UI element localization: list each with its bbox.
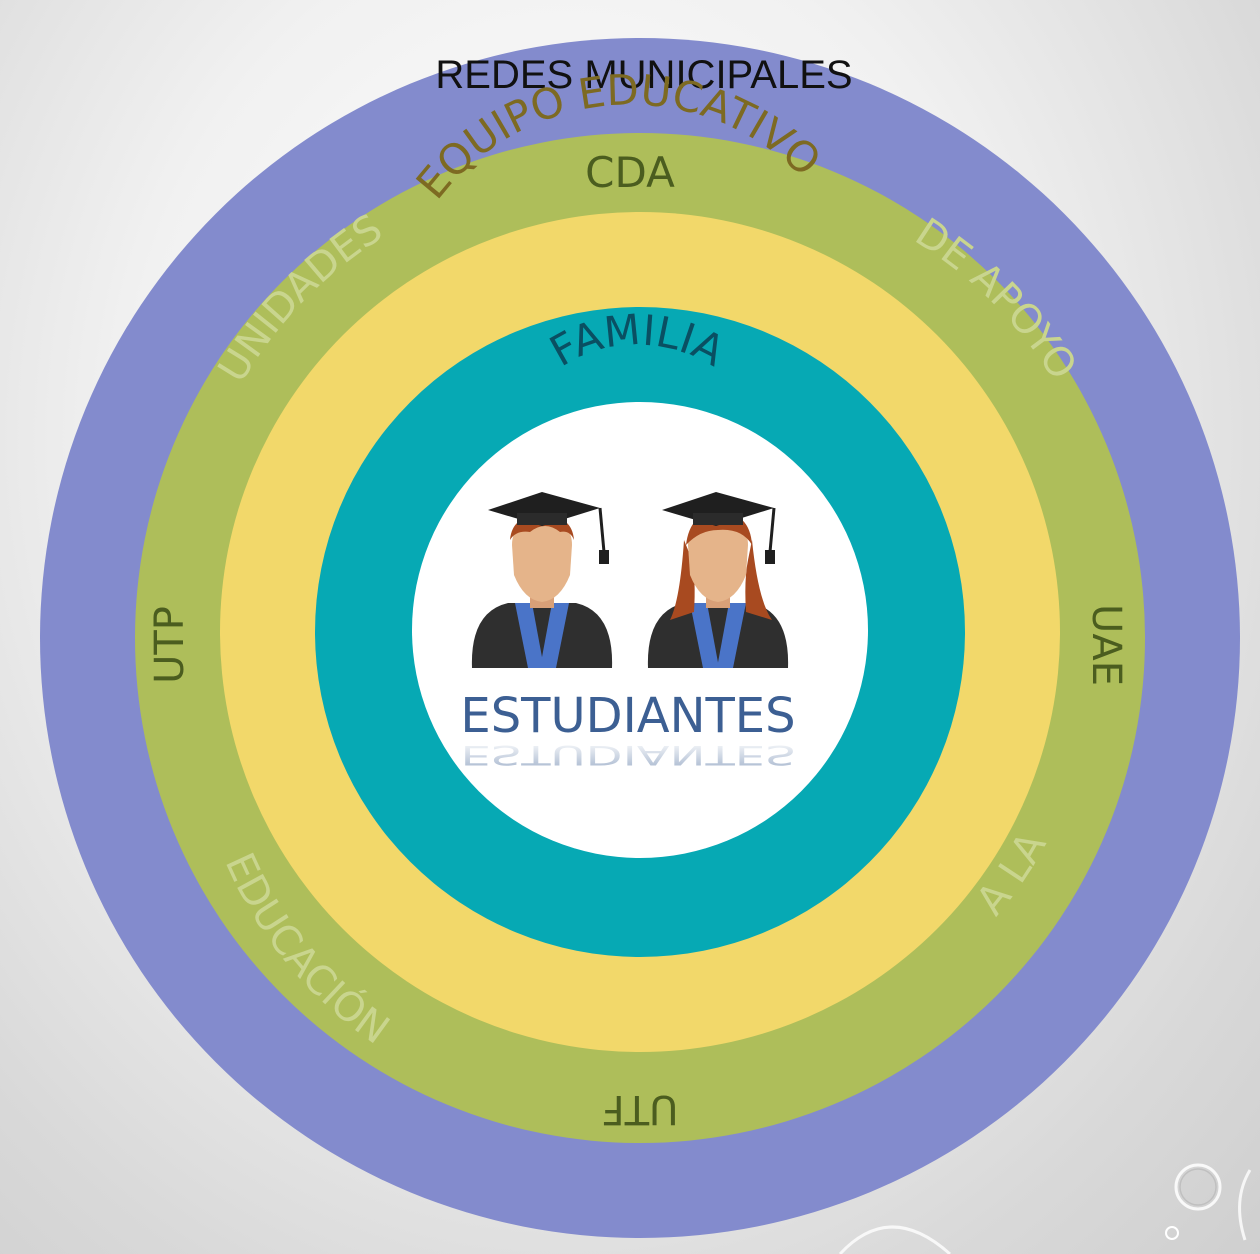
utp-label: UTP: [147, 606, 193, 684]
cda-label: CDA: [585, 148, 675, 197]
uae-label: UAE: [1083, 604, 1129, 686]
male-graduate-icon: [471, 492, 613, 668]
estudiantes-reflection: ESTUDIANTES: [460, 739, 795, 770]
female-graduate-icon: [647, 492, 789, 668]
water-drops-decoration: [838, 1163, 1252, 1254]
utf-label: UTF: [602, 1086, 679, 1132]
redes-municipales-label: REDES MUNICIPALES: [435, 53, 852, 97]
estudiantes-label: ESTUDIANTES: [460, 688, 795, 744]
